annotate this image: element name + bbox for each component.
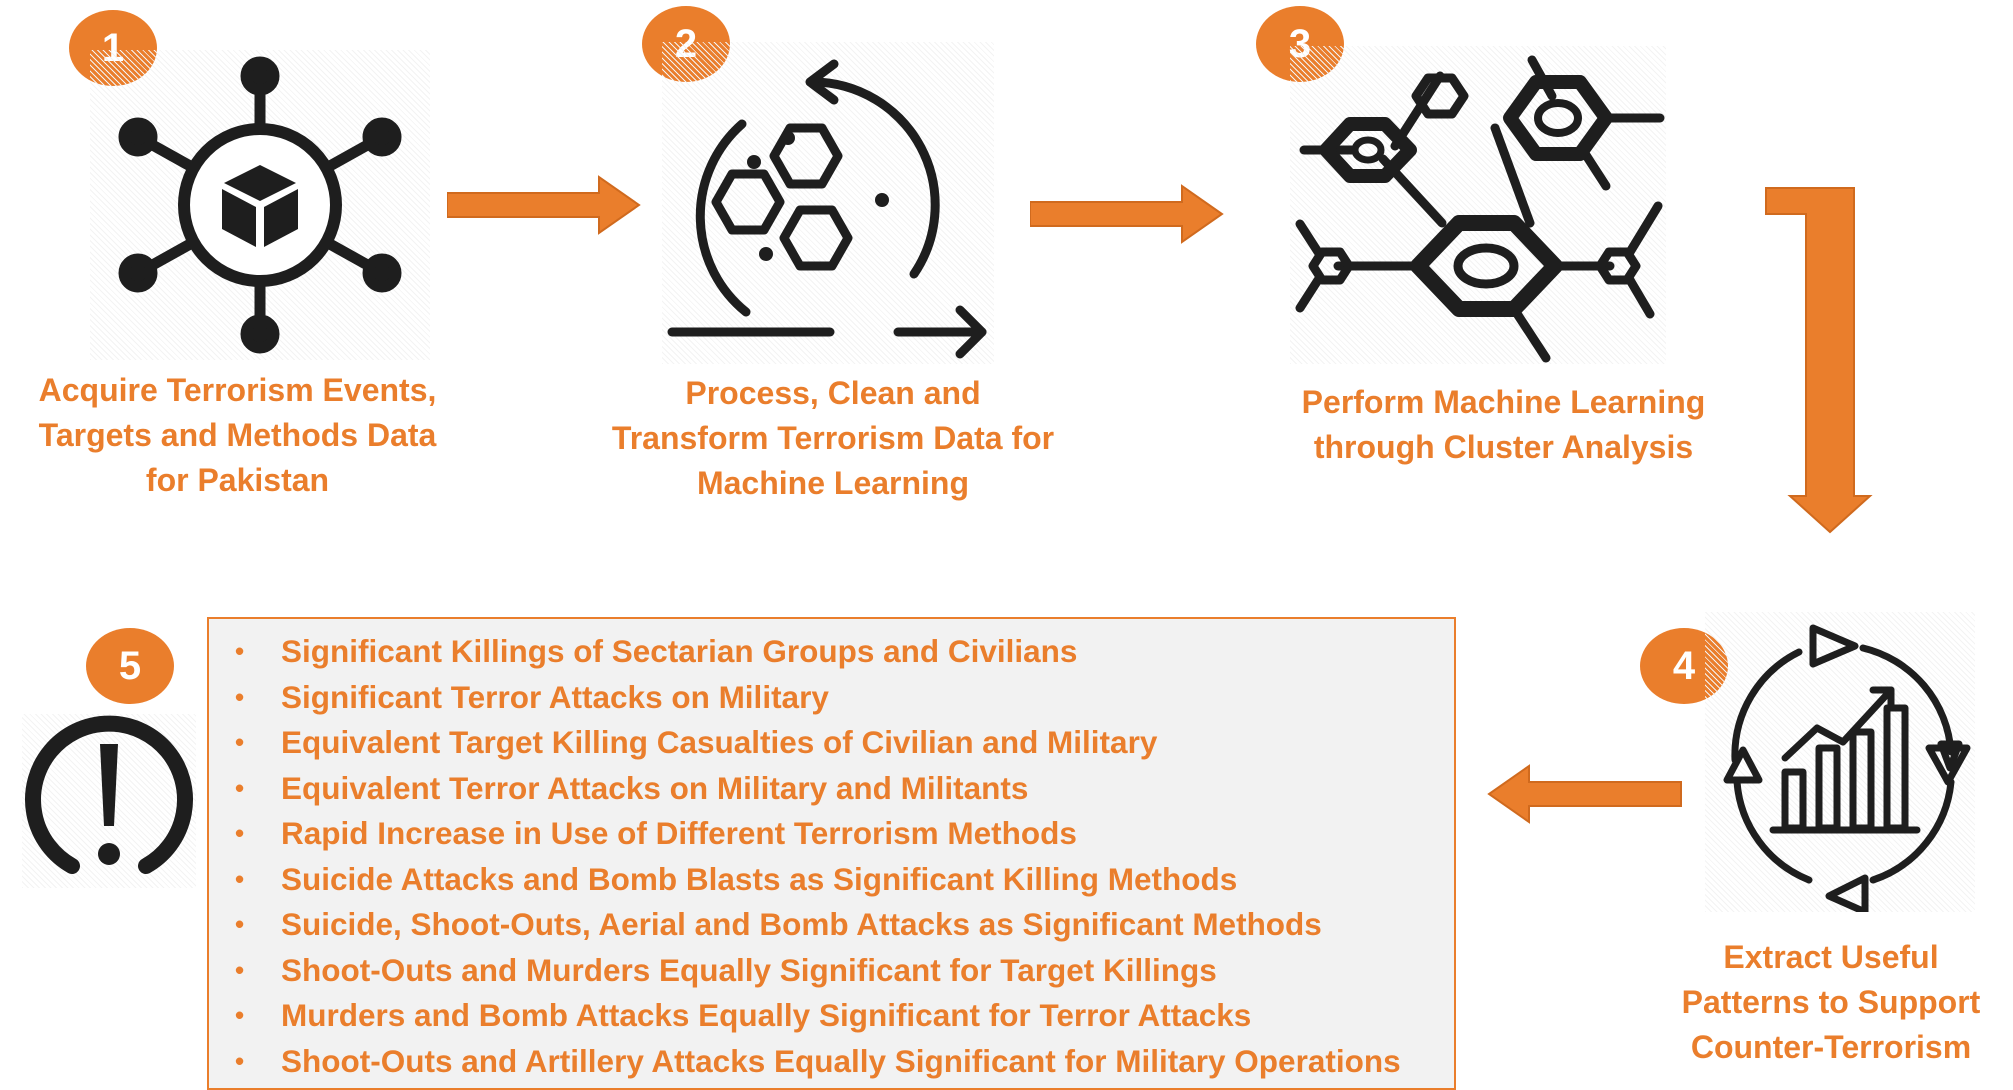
network-hub-cube-icon	[90, 50, 430, 360]
step-5-badge: 5	[86, 628, 174, 704]
finding-item: •Suicide Attacks and Bomb Blasts as Sign…	[235, 860, 1238, 897]
flow-arrow-1-2	[447, 175, 641, 235]
flow-arrow-4-5	[1487, 764, 1682, 824]
finding-item: •Equivalent Terror Attacks on Military a…	[235, 769, 1029, 806]
finding-item: •Significant Terror Attacks on Military	[235, 678, 829, 715]
flow-arrow-3-4	[1765, 187, 1873, 534]
finding-item: •Suicide, Shoot-Outs, Aerial and Bomb At…	[235, 906, 1322, 942]
process-cycle-hexagons-icon	[662, 42, 994, 364]
step-4-caption: Extract Useful Patterns to Support Count…	[1681, 939, 1981, 1065]
findings-list: •Significant Killings of Sectarian Group…	[231, 629, 1454, 1084]
step-2-caption: Process, Clean and Transform Terrorism D…	[611, 375, 1055, 501]
findings-panel: •Significant Killings of Sectarian Group…	[207, 617, 1456, 1090]
molecule-structure-icon	[1290, 46, 1666, 364]
warning-exclamation-icon	[22, 714, 196, 888]
finding-item: •Murders and Bomb Attacks Equally Signif…	[235, 997, 1252, 1033]
finding-item: •Shoot-Outs and Murders Equally Signific…	[235, 951, 1217, 988]
step-3-caption: Perform Machine Learning through Cluster…	[1301, 384, 1706, 465]
finding-item: •Rapid Increase in Use of Different Terr…	[235, 815, 1077, 851]
flow-arrow-2-3	[1030, 184, 1224, 244]
finding-item: •Significant Killings of Sectarian Group…	[235, 633, 1078, 669]
finding-item: •Shoot-Outs and Artillery Attacks Equall…	[235, 1042, 1401, 1079]
step-1-caption: Acquire Terrorism Events, Targets and Me…	[38, 372, 437, 498]
cycle-bar-chart-icon	[1705, 612, 1975, 916]
finding-item: •Equivalent Target Killing Casualties of…	[235, 724, 1158, 760]
